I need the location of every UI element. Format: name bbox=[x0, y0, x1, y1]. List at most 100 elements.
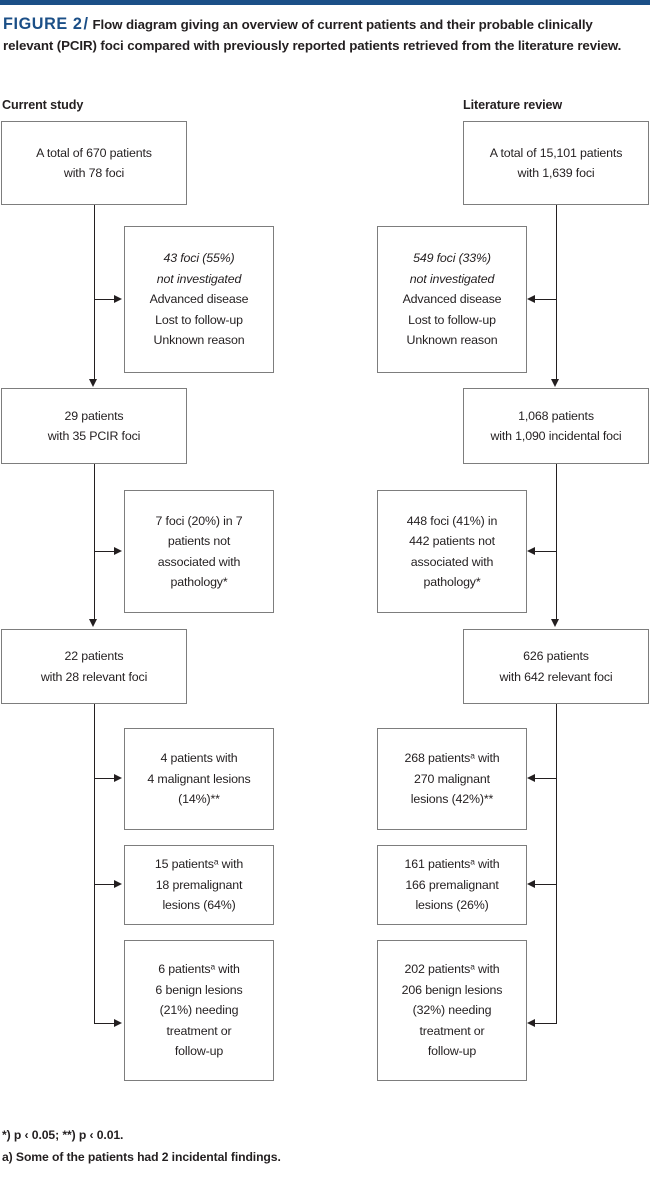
box-line: Lost to follow-up bbox=[408, 312, 496, 327]
box-line: associated with bbox=[157, 554, 241, 569]
box-line: 1,068 patients bbox=[518, 408, 594, 423]
box-right-side-1: 448 foci (41%) in 442 patients not associa… bbox=[377, 490, 527, 613]
connector-left-branch-arrow-3 bbox=[114, 880, 122, 888]
connector-left-branch-line-2 bbox=[94, 778, 116, 780]
box-line: Unknown reason bbox=[406, 333, 498, 348]
footnote-superscript-a: a) Some of the patients had 2 incidental… bbox=[2, 1150, 281, 1164]
connector-right-branch-line-2 bbox=[535, 778, 557, 780]
box-line: associated with bbox=[410, 554, 494, 569]
box-line: 29 patients bbox=[64, 408, 124, 423]
connector-left-arrow-down-1 bbox=[89, 619, 97, 627]
box-line: patients not bbox=[167, 534, 231, 548]
box-line: 270 malignant bbox=[414, 771, 490, 786]
box-line: 161 patientsa with bbox=[404, 856, 500, 872]
box-line: lesions (64%) bbox=[162, 898, 236, 913]
connector-left-branch-line-4 bbox=[94, 1023, 116, 1025]
connector-right-trunk-2 bbox=[555, 704, 557, 1024]
box-line: 6 patientsa with bbox=[158, 961, 240, 977]
box-left-side-2: 4 patients with 4 malignant lesions (14%)*… bbox=[124, 728, 274, 830]
box-line: Lost to follow-up bbox=[155, 312, 243, 327]
connector-left-trunk-0 bbox=[93, 205, 95, 380]
box-line: 626 patients bbox=[523, 649, 589, 663]
connector-left-branch-arrow-2 bbox=[114, 774, 122, 782]
box-line: with 35 PCIR foci bbox=[47, 429, 141, 443]
box-right-side-4: 202 patientsa with 206 benign lesions (32%… bbox=[377, 940, 527, 1081]
box-line: 268 patientsa with bbox=[404, 750, 500, 766]
connector-left-branch-arrow-0 bbox=[114, 295, 122, 303]
box-line: 22 patients bbox=[64, 649, 124, 663]
connector-right-branch-arrow-3 bbox=[527, 880, 535, 888]
connector-right-branch-line-1 bbox=[535, 551, 557, 553]
connector-right-branch-arrow-4 bbox=[527, 1019, 535, 1027]
box-line: Unknown reason bbox=[153, 333, 245, 348]
box-line: with 1,090 incidental foci bbox=[490, 429, 622, 443]
box-line: treatment or bbox=[166, 1023, 232, 1038]
box-line: not investigated bbox=[156, 271, 242, 286]
box-line: 6 benign lesions bbox=[155, 982, 243, 997]
connector-left-trunk-2 bbox=[93, 704, 95, 1024]
figure-label: FIGURE 2 bbox=[3, 15, 83, 33]
connector-left-branch-arrow-4 bbox=[114, 1019, 122, 1027]
column-header-literature-review: Literature review bbox=[463, 98, 563, 112]
box-line: lesions (26%) bbox=[415, 898, 489, 913]
box-line: 15 patientsa with bbox=[154, 856, 244, 872]
box-line: A total of 15,101 patients bbox=[489, 145, 623, 160]
box-line: 4 malignant lesions bbox=[147, 771, 251, 786]
box-left-main-1: 29 patients with 35 PCIR foci bbox=[1, 388, 187, 464]
box-line: with 28 relevant foci bbox=[40, 669, 148, 684]
box-line: Advanced disease bbox=[402, 292, 502, 307]
box-left-main-0: A total of 670 patients with 78 foci bbox=[1, 121, 187, 205]
connector-right-trunk-0 bbox=[555, 205, 557, 380]
column-header-current-study: Current study bbox=[2, 98, 84, 112]
box-left-side-4: 6 patientsa with 6 benign lesions (21%) ne… bbox=[124, 940, 274, 1081]
box-line: (32%) needing bbox=[412, 1003, 492, 1018]
box-line: (14%)** bbox=[178, 792, 220, 807]
connector-left-trunk-1 bbox=[93, 464, 95, 620]
box-right-side-3: 161 patientsa with 166 premalignant lesion… bbox=[377, 845, 527, 925]
box-line: (21%) needing bbox=[159, 1003, 239, 1018]
connector-right-branch-line-4 bbox=[535, 1023, 557, 1025]
figure-separator: / bbox=[83, 15, 88, 33]
box-left-side-3: 15 patientsa with 18 premalignant lesions … bbox=[124, 845, 274, 925]
box-line: 4 patients with bbox=[160, 751, 238, 766]
connector-left-branch-line-3 bbox=[94, 884, 116, 886]
box-line: Advanced disease bbox=[149, 292, 249, 307]
box-line: 43 foci (55%) bbox=[163, 251, 235, 266]
connector-right-branch-line-3 bbox=[535, 884, 557, 886]
connector-right-arrow-down-1 bbox=[551, 619, 559, 627]
box-line: treatment or bbox=[419, 1023, 485, 1038]
box-line: 549 foci (33%) bbox=[413, 251, 491, 266]
box-line: with 78 foci bbox=[63, 166, 125, 180]
box-line: not investigated bbox=[409, 271, 495, 286]
figure-caption-text: Flow diagram giving an overview of curre… bbox=[3, 17, 622, 53]
connector-left-branch-arrow-1 bbox=[114, 547, 122, 555]
box-right-main-0: A total of 15,101 patients with 1,639 foc… bbox=[463, 121, 649, 205]
box-line: 202 patientsa with bbox=[404, 961, 500, 977]
box-right-main-1: 1,068 patients with 1,090 incidental foci bbox=[463, 388, 649, 464]
connector-left-branch-line-0 bbox=[94, 299, 116, 301]
box-line: 448 foci (41%) in bbox=[406, 513, 498, 528]
connector-left-branch-line-1 bbox=[94, 551, 116, 553]
footnote-significance: *) p ‹ 0.05; **) p ‹ 0.01. bbox=[2, 1128, 124, 1142]
top-rule bbox=[0, 0, 650, 5]
box-line: 442 patients not bbox=[409, 534, 495, 548]
box-line: 7 foci (20%) in 7 bbox=[155, 513, 243, 528]
connector-right-branch-line-0 bbox=[535, 299, 557, 301]
connector-right-branch-arrow-0 bbox=[527, 295, 535, 303]
box-line: 18 premalignant bbox=[155, 877, 243, 892]
box-line: 166 premalignant bbox=[405, 877, 499, 892]
box-left-main-2: 22 patients with 28 relevant foci bbox=[1, 629, 187, 704]
connector-left-arrow-down-0 bbox=[89, 379, 97, 387]
box-line: A total of 670 patients bbox=[36, 145, 152, 160]
box-line: pathology* bbox=[170, 575, 228, 589]
connector-right-arrow-down-0 bbox=[551, 379, 559, 387]
figure-caption: FIGURE 2/ Flow diagram giving an overvie… bbox=[3, 14, 639, 56]
box-line: pathology* bbox=[423, 575, 481, 589]
box-line: follow-up bbox=[174, 1044, 224, 1059]
box-line: 206 benign lesions bbox=[401, 982, 503, 997]
box-line: with 1,639 foci bbox=[517, 166, 595, 180]
box-line: follow-up bbox=[427, 1044, 477, 1059]
